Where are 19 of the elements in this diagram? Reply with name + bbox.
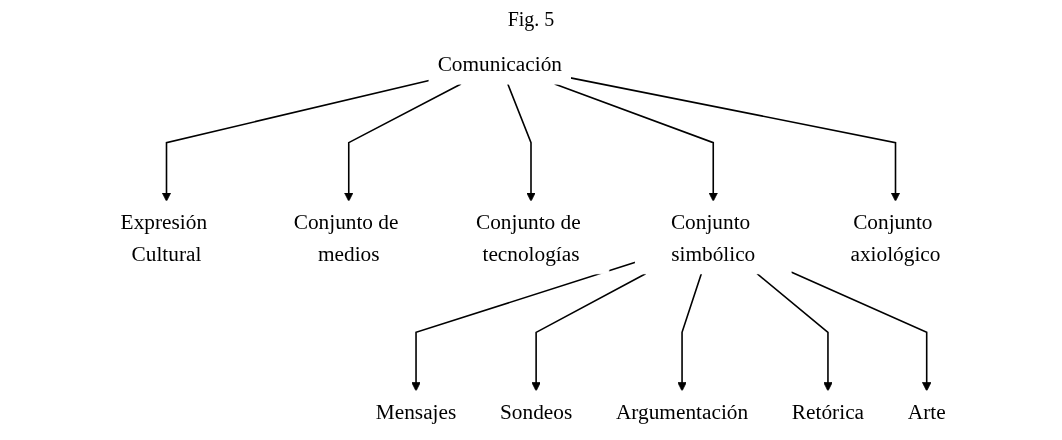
node-text: Expresión Cultural	[120, 209, 208, 266]
arrow	[677, 272, 703, 392]
arrow	[507, 83, 536, 202]
node-text: Argumentación	[615, 399, 749, 423]
node-text: Retórica	[791, 399, 865, 423]
arrow	[344, 83, 462, 202]
arrow	[161, 79, 430, 202]
node-text: Conjunto de tecnologías	[475, 209, 581, 266]
node-text: Comunicación	[437, 52, 562, 76]
node-text: Mensajes	[375, 399, 457, 423]
arrow	[531, 272, 647, 392]
node-text: Arte	[907, 399, 946, 423]
arrow	[756, 272, 833, 392]
node-text: Conjunto simbólico	[670, 209, 756, 266]
node-text: Conjunto axiológico	[850, 209, 941, 266]
arrow	[790, 271, 932, 392]
node-text: Conjunto de medios	[293, 209, 399, 266]
figure-title: Fig. 5	[507, 8, 555, 31]
node-text: Sondeos	[499, 399, 573, 423]
